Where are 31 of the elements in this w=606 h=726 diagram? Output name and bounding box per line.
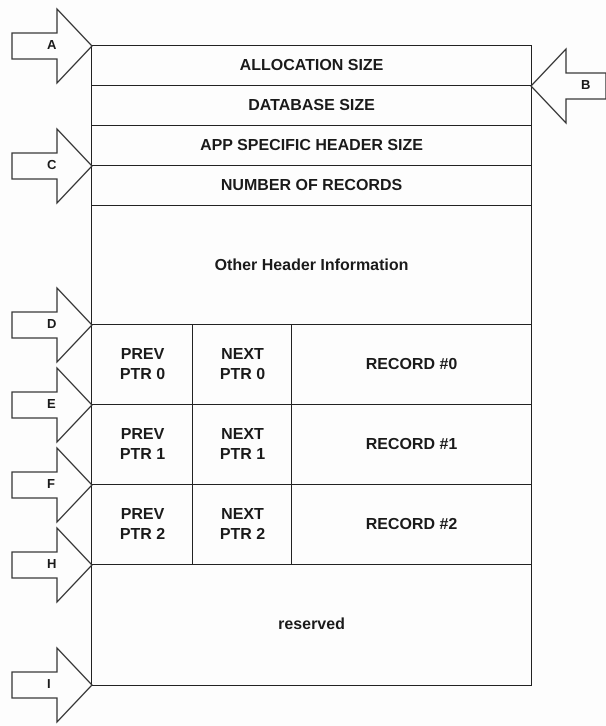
memory-field: NUMBER OF RECORDS: [91, 165, 532, 207]
memory-field: Other Header Information: [91, 205, 532, 326]
arrow-letter: A: [47, 38, 56, 52]
block-arrow: [12, 8, 92, 84]
memory-field: PREV PTR 1: [91, 404, 194, 486]
memory-field: NEXT PTR 2: [192, 484, 293, 566]
memory-field: RECORD #1: [291, 404, 532, 486]
arrow-letter: I: [47, 677, 51, 691]
block-arrow: [12, 287, 92, 363]
memory-field: RECORD #2: [291, 484, 532, 566]
arrow-letter: H: [47, 557, 56, 571]
block-arrow: [12, 527, 92, 603]
memory-field: DATABASE SIZE: [91, 85, 532, 127]
block-arrow: [12, 128, 92, 204]
arrow-letter: B: [581, 78, 590, 92]
block-arrow: [12, 367, 92, 443]
block-arrow: [12, 647, 92, 723]
arrow-letter: E: [47, 397, 56, 411]
block-arrow: [12, 447, 92, 523]
memory-field: NEXT PTR 0: [192, 324, 293, 406]
memory-field: reserved: [91, 564, 532, 686]
arrow-letter: F: [47, 477, 55, 491]
memory-field: NEXT PTR 1: [192, 404, 293, 486]
memory-field: PREV PTR 2: [91, 484, 194, 566]
memory-field: RECORD #0: [291, 324, 532, 406]
arrow-letter: C: [47, 158, 56, 172]
block-arrow: [531, 48, 606, 124]
memory-field: ALLOCATION SIZE: [91, 45, 532, 87]
arrow-letter: D: [47, 317, 56, 331]
memory-field: APP SPECIFIC HEADER SIZE: [91, 125, 532, 167]
memory-field: PREV PTR 0: [91, 324, 194, 406]
